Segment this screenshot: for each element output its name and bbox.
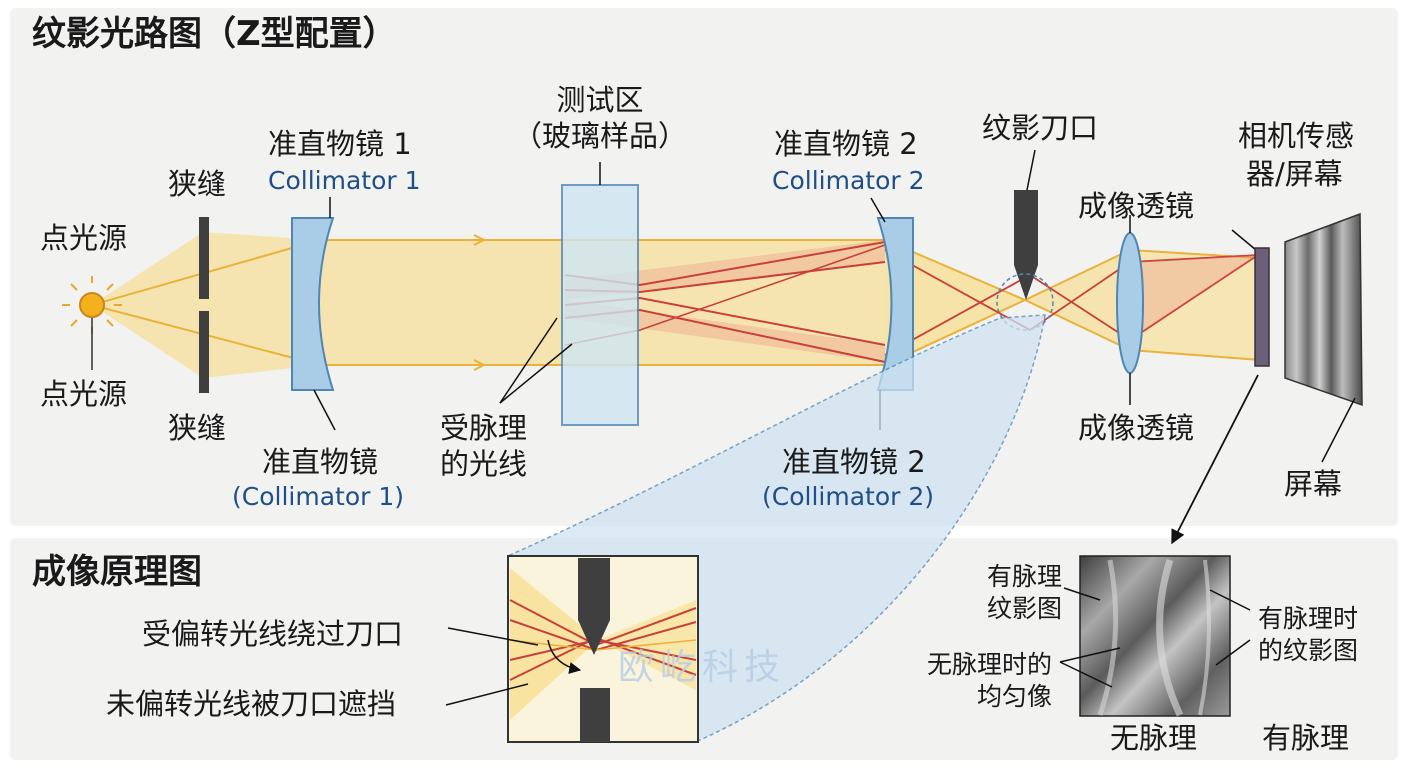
label-deflected-rays: 受偏转光线绕过刀口: [142, 618, 403, 650]
label-collimator2-bottom-en: (Collimator 2): [762, 482, 934, 512]
test-area-glass: [562, 185, 638, 425]
bottom-title: 成像原理图: [32, 556, 202, 588]
label-uniform-2: 均匀像: [900, 682, 1052, 712]
sun-icon: [62, 276, 122, 370]
label-collimator2-en: Collimator 2: [772, 166, 925, 196]
label-collimator1-en: Collimator 1: [268, 166, 421, 196]
label-slit-top: 狭缝: [168, 168, 226, 200]
schlieren-image: [1080, 556, 1230, 716]
label-striae-image-left-2: 纹影图: [930, 594, 1062, 624]
label-collimator2-bottom-cn: 准直物镜 2: [782, 446, 926, 478]
label-with-striae: 有脉理: [1262, 722, 1349, 754]
label-collimator2-cn: 准直物镜 2: [774, 128, 918, 160]
label-point-source-bottom: 点光源: [40, 378, 127, 410]
label-striae-image-left-1: 有脉理: [930, 562, 1062, 592]
label-collimator1-bottom-en: (Collimator 1): [232, 482, 404, 512]
label-striae-rays-2: 的光线: [440, 448, 527, 480]
main-title: 纹影光路图（Z型配置）: [32, 18, 397, 50]
label-imaging-lens-bottom: 成像透镜: [1078, 412, 1194, 444]
label-test-area-2: （玻璃样品）: [500, 120, 700, 152]
watermark: 欧屹科技: [618, 652, 786, 684]
label-striae-rays-1: 受脉理: [440, 412, 527, 444]
label-imaging-lens-top: 成像透镜: [1078, 190, 1194, 222]
imaging-lens: [1117, 233, 1143, 373]
arrow-icon: [1172, 375, 1258, 543]
label-test-area-1: 测试区: [540, 84, 660, 116]
label-striae-image-right-1: 有脉理时: [1258, 604, 1358, 634]
label-undeflected-rays: 未偏转光线被刀口遮挡: [106, 688, 396, 720]
label-camera-1: 相机传感: [1238, 120, 1354, 152]
label-striae-image-right-2: 的纹影图: [1258, 636, 1358, 666]
label-uniform-1: 无脉理时的: [900, 650, 1052, 680]
label-collimator1-bottom-cn: 准直物镜: [262, 446, 378, 478]
label-collimator1-cn: 准直物镜 1: [268, 128, 412, 160]
label-slit-bottom: 狭缝: [168, 412, 226, 444]
label-knife-edge: 纹影刀口: [982, 112, 1098, 144]
label-camera-2: 器/屏幕: [1246, 158, 1343, 190]
label-screen: 屏幕: [1284, 468, 1342, 500]
label-point-source-top: 点光源: [40, 222, 127, 254]
label-no-striae: 无脉理: [1110, 722, 1197, 754]
